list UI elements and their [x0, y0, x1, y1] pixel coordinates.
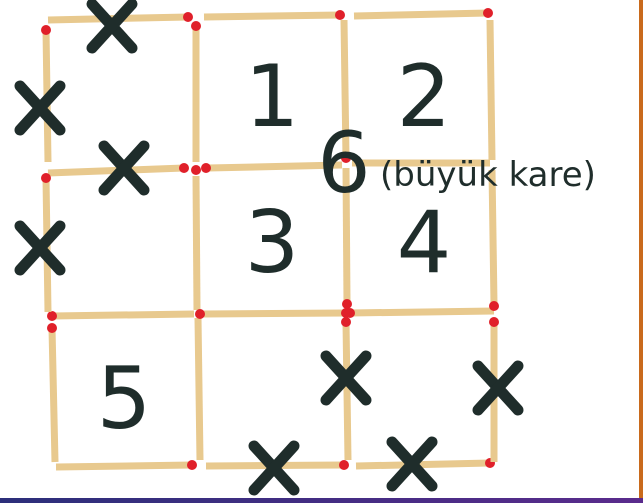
- matchstick: [191, 21, 201, 162]
- square-label-6: 6: [317, 114, 370, 212]
- square-label-3: 3: [245, 193, 300, 293]
- square-label-4: 4: [397, 193, 452, 293]
- big-square-note: (büyük kare): [380, 155, 596, 195]
- matchstick: [354, 8, 493, 18]
- matchstick: [56, 460, 197, 470]
- matchstick: [204, 10, 345, 20]
- matchstick: [345, 308, 494, 318]
- matchstick: [191, 165, 201, 310]
- x-mark-icon: [20, 226, 60, 270]
- matchstick: [204, 308, 351, 318]
- x-mark-icon: [478, 366, 518, 410]
- square-label-5: 5: [97, 349, 152, 449]
- matchstick: [356, 458, 495, 468]
- square-label-1: 1: [245, 47, 300, 147]
- square-label-2: 2: [397, 47, 452, 147]
- matchstick: [195, 309, 205, 460]
- x-mark-icon: [92, 4, 132, 48]
- x-mark-icon: [20, 86, 60, 130]
- matchstick: [47, 323, 57, 462]
- matchstick: [490, 20, 492, 160]
- matchstick: [47, 311, 194, 321]
